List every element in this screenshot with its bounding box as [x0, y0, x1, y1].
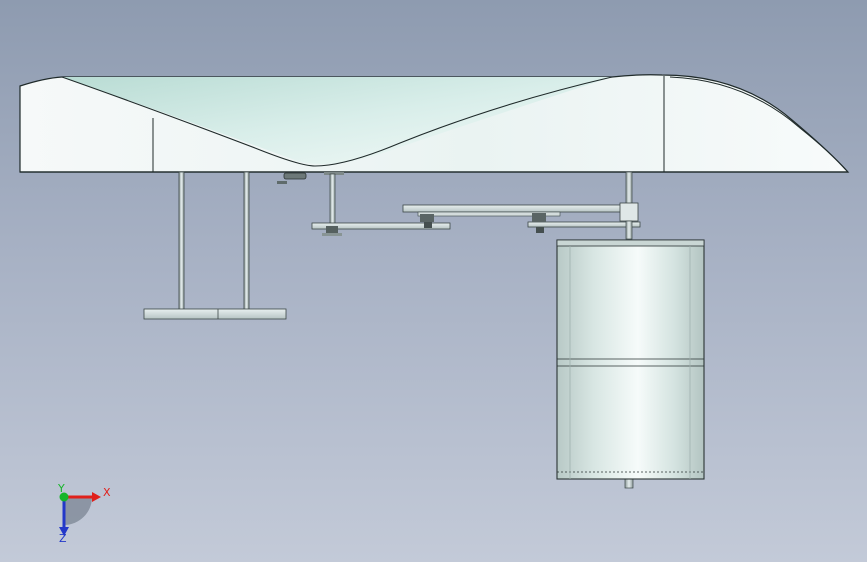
hull-bracket — [277, 172, 344, 184]
drive-shaft-mid — [625, 220, 633, 240]
support-assembly — [143, 171, 287, 320]
z-axis-label: Z — [59, 532, 67, 545]
drive-shaft-collar — [619, 202, 639, 222]
support-leg-right — [243, 171, 250, 311]
foot-bar — [143, 308, 287, 320]
pivot-joint-center — [420, 214, 434, 228]
cylinder-body — [556, 239, 705, 480]
pivot-bar — [417, 211, 561, 217]
mid-link-bar — [527, 221, 641, 228]
drive-shaft — [619, 171, 639, 489]
support-leg-left — [178, 171, 185, 311]
x-axis-label: X — [103, 486, 111, 499]
pivot-joint-left — [322, 226, 342, 236]
y-axis-label: Y — [57, 482, 65, 495]
x-axis-arrowhead — [92, 492, 101, 502]
y-axis-origin — [59, 492, 69, 502]
cylinder-top-cap — [556, 239, 705, 247]
hull-body — [19, 74, 850, 173]
linkage-assembly — [311, 173, 641, 236]
vertical-shaft-left — [329, 173, 336, 227]
pivot-joint-right — [532, 213, 546, 233]
triad-shadow-arc — [64, 497, 92, 525]
coordinate-triad: X Y Z — [57, 482, 111, 545]
upper-link-bar — [402, 204, 626, 213]
z-axis-arrowhead — [59, 527, 69, 536]
lower-link-bar — [311, 222, 451, 230]
hull-curve-line — [61, 76, 613, 167]
hull-tinted-wedge — [62, 77, 612, 165]
cylinder — [556, 239, 705, 480]
hull-nose-edge — [669, 76, 847, 171]
